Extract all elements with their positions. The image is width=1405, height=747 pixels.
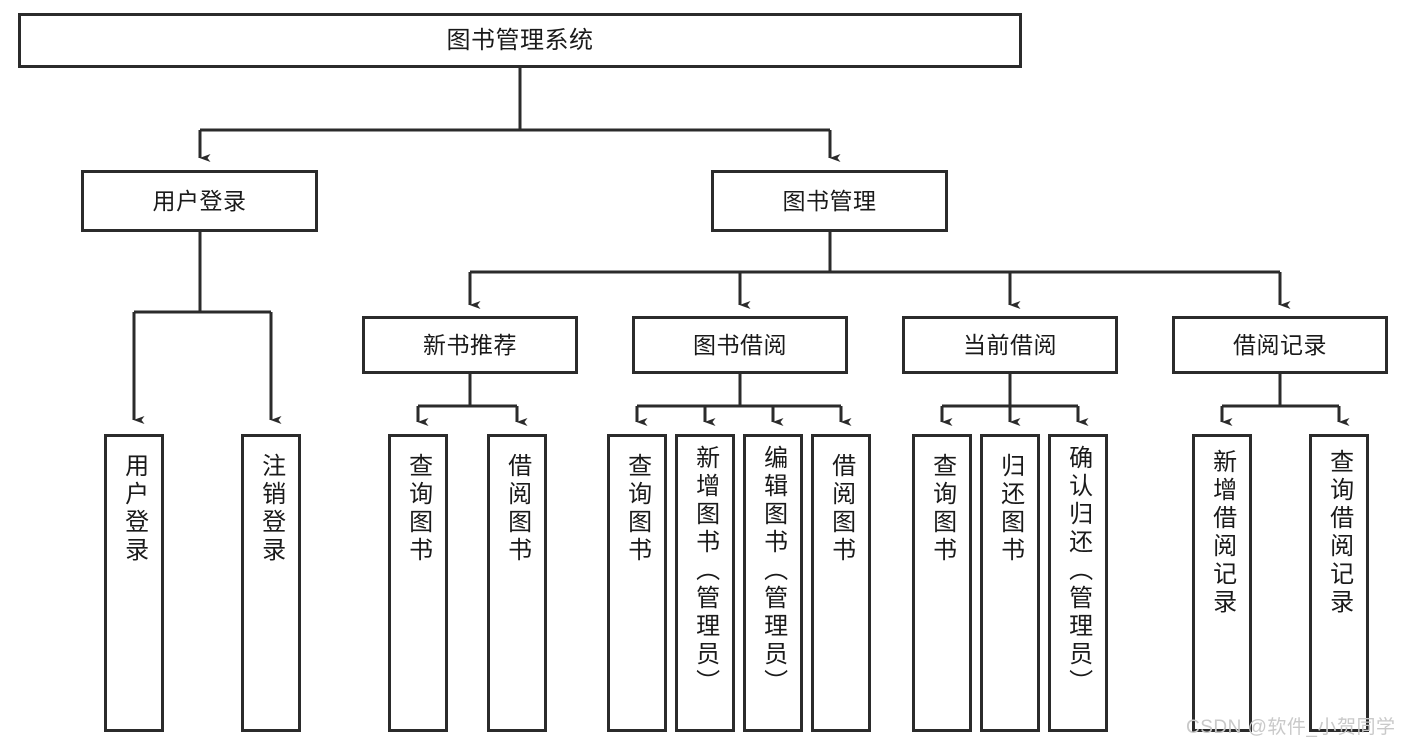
node-user-login-label: 用户登录 (152, 187, 247, 214)
leaf-add-book[interactable]: 新增图书（管理员） (675, 434, 735, 732)
node-root-label: 图书管理系统 (446, 26, 594, 54)
node-new-book-recommend[interactable]: 新书推荐 (362, 316, 578, 374)
node-new-book-recommend-label: 新书推荐 (423, 331, 517, 358)
leaf-return-book-label: 归还图书 (996, 453, 1024, 565)
leaf-add-record[interactable]: 新增借阅记录 (1192, 434, 1252, 732)
leaf-logout[interactable]: 注销登录 (241, 434, 301, 732)
node-root[interactable]: 图书管理系统 (18, 13, 1022, 68)
node-borrow-record[interactable]: 借阅记录 (1172, 316, 1388, 374)
leaf-borrow-book-1[interactable]: 借阅图书 (487, 434, 547, 732)
leaf-add-record-label: 新增借阅记录 (1208, 449, 1236, 617)
leaf-borrow-book-2-label: 借阅图书 (827, 453, 855, 565)
leaf-user-login[interactable]: 用户登录 (104, 434, 164, 732)
node-current-borrow-label: 当前借阅 (963, 331, 1057, 358)
node-current-borrow[interactable]: 当前借阅 (902, 316, 1118, 374)
leaf-user-login-label: 用户登录 (120, 453, 148, 565)
leaf-query-book-1-label: 查询图书 (404, 453, 432, 565)
leaf-add-book-label: 新增图书（管理员） (691, 445, 719, 697)
node-borrow-record-label: 借阅记录 (1233, 331, 1327, 358)
leaf-query-book-2[interactable]: 查询图书 (607, 434, 667, 732)
node-book-manage[interactable]: 图书管理 (711, 170, 948, 232)
node-book-manage-label: 图书管理 (782, 187, 877, 214)
leaf-return-book[interactable]: 归还图书 (980, 434, 1040, 732)
leaf-query-book-1[interactable]: 查询图书 (388, 434, 448, 732)
node-book-borrow-label: 图书借阅 (693, 331, 787, 358)
leaf-query-book-3-label: 查询图书 (928, 453, 956, 565)
leaf-query-record[interactable]: 查询借阅记录 (1309, 434, 1369, 732)
leaf-logout-label: 注销登录 (257, 453, 285, 565)
leaf-edit-book[interactable]: 编辑图书（管理员） (743, 434, 803, 732)
node-book-borrow[interactable]: 图书借阅 (632, 316, 848, 374)
csdn-watermark: CSDN @软件_小贺同学 (1186, 717, 1396, 738)
leaf-query-book-3[interactable]: 查询图书 (912, 434, 972, 732)
leaf-borrow-book-2[interactable]: 借阅图书 (811, 434, 871, 732)
leaf-borrow-book-1-label: 借阅图书 (503, 453, 531, 565)
leaf-confirm-return-label: 确认归还（管理员） (1064, 445, 1092, 697)
leaf-confirm-return[interactable]: 确认归还（管理员） (1048, 434, 1108, 732)
leaf-edit-book-label: 编辑图书（管理员） (759, 445, 787, 697)
leaf-query-record-label: 查询借阅记录 (1325, 449, 1353, 617)
node-user-login[interactable]: 用户登录 (81, 170, 318, 232)
leaf-query-book-2-label: 查询图书 (623, 453, 651, 565)
